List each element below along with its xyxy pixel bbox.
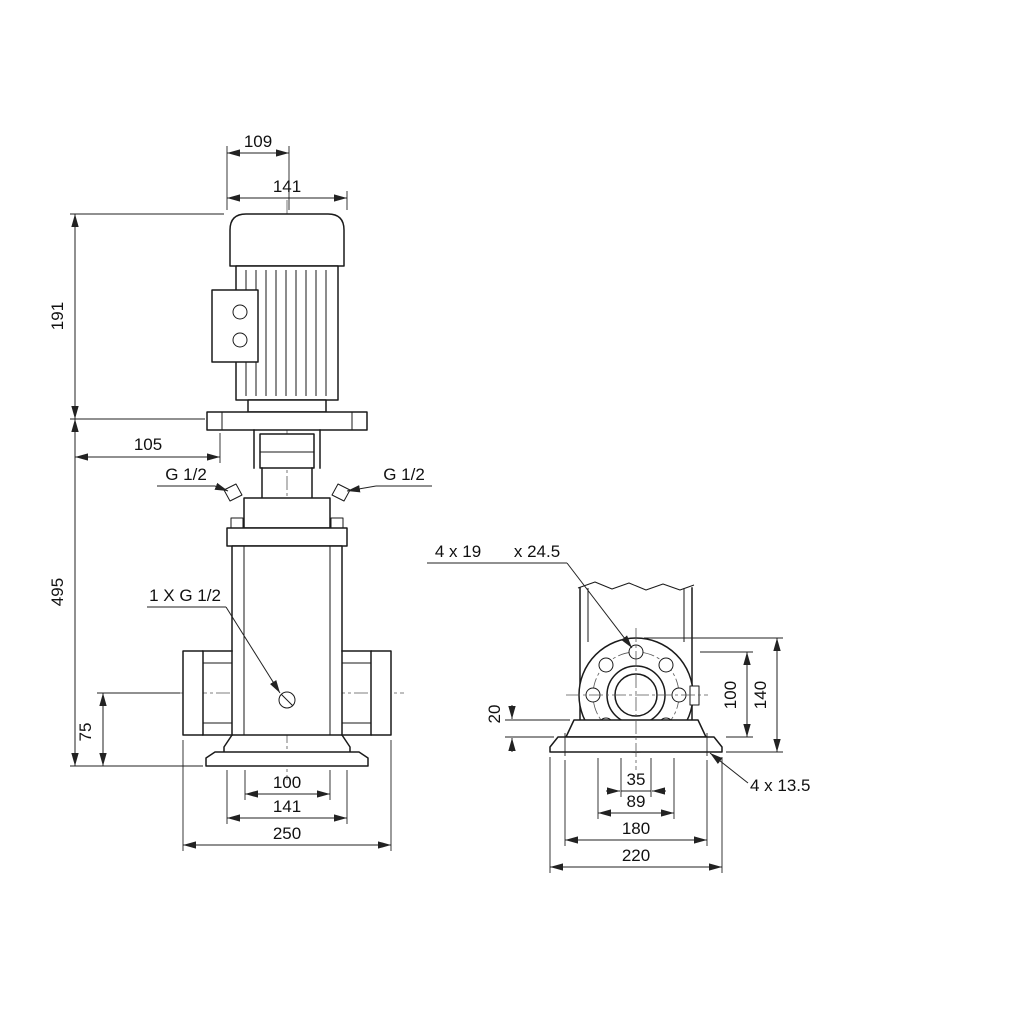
front-base [205, 733, 369, 767]
priming-plug-right [331, 483, 351, 502]
chamber-stack [231, 545, 343, 736]
dim-label-180: 180 [622, 819, 650, 838]
dim-label-89: 89 [627, 792, 646, 811]
motor-flange [206, 411, 368, 431]
dim-label-75: 75 [76, 723, 95, 742]
dim-label-220: 220 [622, 846, 650, 865]
pump-head [243, 497, 331, 529]
motor-fan-cover [229, 213, 345, 267]
cable-entry-hole [232, 304, 248, 320]
flange-holes-label: 4 x 19 [435, 542, 481, 561]
port-label-left: G 1/2 [165, 465, 207, 484]
terminal-box [211, 289, 259, 363]
dim-label-140: 140 [751, 681, 770, 709]
dim-label-35: 35 [627, 770, 646, 789]
dim-label-191: 191 [48, 302, 67, 330]
flange-spotface-label: x 24.5 [514, 542, 560, 561]
flange-tab [689, 685, 700, 706]
dim-label-109: 109 [244, 132, 272, 151]
dim-label-105: 105 [134, 435, 162, 454]
flange-left [182, 650, 204, 736]
staybolt-nut-left [230, 517, 244, 529]
dim-label-20: 20 [485, 705, 504, 724]
side-view: 4 x 19 x 24.5 4 x 13.5 20 100 140 35 89 [427, 542, 811, 873]
motor-cooling-fins [245, 270, 327, 396]
dim-label-495: 495 [48, 578, 67, 606]
dim-label-100-front: 100 [273, 773, 301, 792]
motor [206, 213, 368, 431]
front-view: 109 141 191 495 105 75 G 1/2 G 1/2 1 X G… [48, 132, 432, 851]
staybolt-nut-right [330, 517, 344, 529]
head-flange-band [226, 527, 348, 547]
dim-label-141-motor: 141 [273, 177, 301, 196]
pipe-flanges [182, 650, 392, 736]
base-holes-label: 4 x 13.5 [750, 776, 811, 795]
port-label-right: G 1/2 [383, 465, 425, 484]
coupling [259, 433, 315, 469]
break-line [577, 581, 695, 591]
dim-label-250: 250 [273, 824, 301, 843]
base-plate-front [205, 751, 369, 767]
coupling-and-head [223, 429, 351, 547]
cable-entry-hole [232, 332, 248, 348]
dim-label-141-base: 141 [273, 797, 301, 816]
drain-port-label: 1 X G 1/2 [149, 586, 221, 605]
dim-label-100-side: 100 [721, 681, 740, 709]
flange-right [370, 650, 392, 736]
motor-neck [247, 399, 327, 413]
priming-plug-left [223, 483, 243, 502]
